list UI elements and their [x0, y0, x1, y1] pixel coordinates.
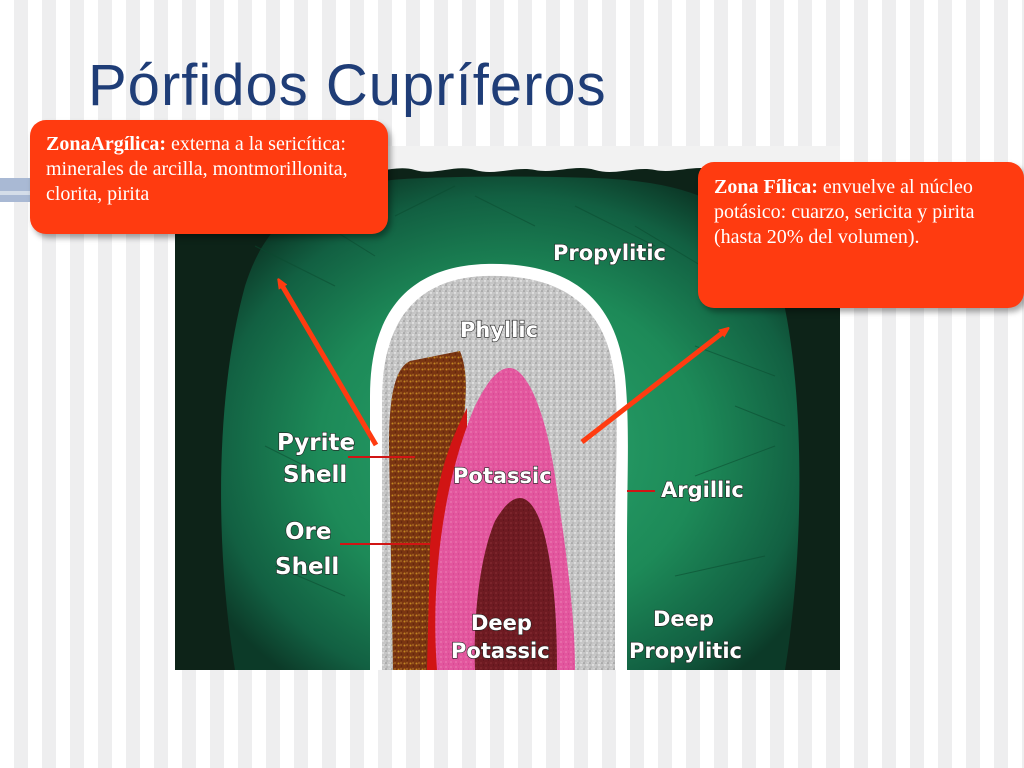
slide-title: Pórfidos Cupríferos	[88, 53, 607, 118]
label-ore-shell-line2: Shell	[275, 554, 339, 580]
callout-zona-filica: Zona Fílica: envuelve al núcleo potásico…	[698, 162, 1024, 308]
deep-potassic-zone	[474, 498, 557, 670]
label-pyrite-shell-line1: Pyrite	[277, 430, 355, 456]
label-propylitic: Propylitic	[553, 241, 666, 265]
callout-argilica-heading: ZonaArgílica:	[46, 133, 166, 155]
callout-filica-text: envuelve al núcleo potásico: cuarzo, ser…	[714, 176, 975, 248]
label-deep-potassic-line2: Potassic	[451, 639, 550, 663]
label-connectors	[340, 456, 655, 545]
label-pyrite-shell-line2: Shell	[283, 462, 347, 488]
label-deep-propylitic-line2: Propylitic	[629, 639, 742, 663]
label-ore-shell-line1: Ore	[285, 519, 332, 545]
label-deep-propylitic-line1: Deep	[653, 607, 714, 631]
callout-argilica-text: externa a la sericítica: minerales de ar…	[46, 133, 348, 205]
label-argillic: Argillic	[661, 478, 744, 502]
label-phyllic: Phyllic	[460, 318, 538, 342]
callout-zona-argilica: ZonaArgílica: externa a la sericítica: m…	[30, 120, 388, 234]
label-potassic: Potassic	[453, 464, 552, 488]
callout-filica-heading: Zona Fílica:	[714, 176, 818, 198]
label-deep-potassic-line1: Deep	[471, 611, 532, 635]
